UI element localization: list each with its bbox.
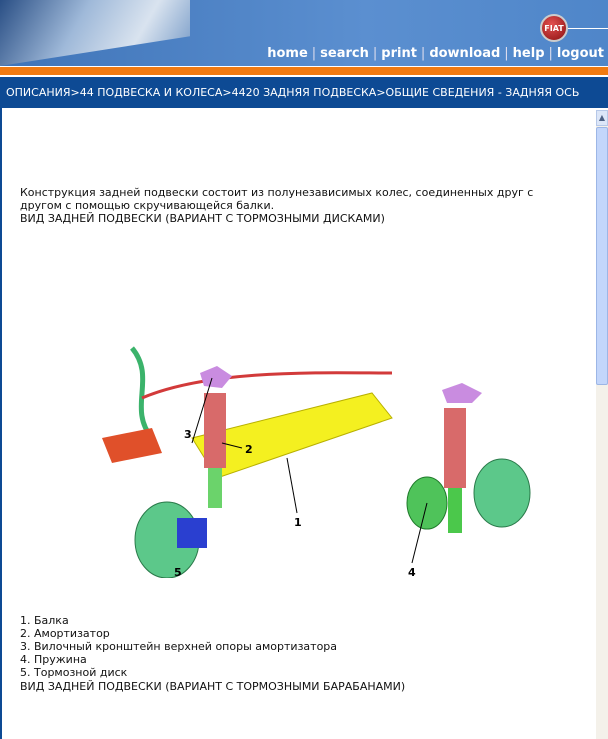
legend-item-1: 1. Балка [20, 614, 69, 627]
divider [568, 28, 608, 29]
shock-absorber-left [204, 393, 226, 468]
content-area: Конструкция задней подвески состоит из п… [0, 108, 596, 739]
legend-item-5: 5. Тормозной диск [20, 666, 128, 679]
vertical-scrollbar[interactable]: ▲ [596, 110, 608, 739]
legend-item-4: 4. Пружина [20, 653, 87, 666]
nav-logout-link[interactable]: logout [556, 46, 604, 61]
shock-rod-left [208, 468, 222, 508]
fiat-logo[interactable]: FIAT [540, 14, 568, 42]
orange-bar [0, 67, 608, 75]
nav-search-link[interactable]: search [320, 46, 369, 61]
shock-mount-right [442, 383, 482, 403]
shock-absorber-right [444, 408, 466, 488]
cable [141, 371, 393, 400]
callout-3: 3 [184, 428, 192, 441]
leader-4 [411, 502, 428, 564]
nav-home-link[interactable]: home [267, 46, 308, 61]
callout-5: 5 [174, 566, 182, 578]
breadcrumb: ОПИСАНИЯ>44 ПОДВЕСКА И КОЛЕСА>4420 ЗАДНЯ… [0, 77, 608, 108]
brake-line [130, 346, 154, 440]
nav-print-link[interactable]: print [381, 46, 417, 61]
scroll-thumb[interactable] [596, 127, 608, 385]
nav-download-link[interactable]: download [429, 46, 501, 61]
nav-help-link[interactable]: help [512, 46, 545, 61]
leader-3 [191, 377, 213, 444]
callout-1: 1 [294, 516, 302, 529]
callout-2: 2 [245, 443, 253, 456]
legend-item-2: 2. Амортизатор [20, 627, 110, 640]
heading-drum-variant: ВИД ЗАДНЕЙ ПОДВЕСКИ (ВАРИАНТ С ТОРМОЗНЫМ… [20, 680, 406, 693]
header-photo [0, 0, 190, 66]
bracket [102, 428, 162, 463]
legend-item-3: 3. Вилочный кронштейн верхней опоры амор… [20, 640, 338, 653]
brake-disc-right [473, 458, 531, 528]
leader-2 [221, 442, 243, 449]
scroll-up-button[interactable]: ▲ [596, 110, 608, 126]
callout-4: 4 [408, 566, 416, 578]
shock-mount-left [200, 366, 232, 388]
leader-1 [286, 457, 298, 514]
top-nav: home|search|print|download|help|logout [267, 46, 604, 61]
header: FIAT home|search|print|download|help|log… [0, 0, 608, 66]
shock-rod-right [448, 488, 462, 533]
intro-line-2: другом с помощью скручивающейся балки. [20, 199, 275, 212]
intro-line-1: Конструкция задней подвески состоит из п… [20, 186, 534, 199]
rear-suspension-diagram: 1 2 3 4 5 [102, 346, 531, 578]
caliper [177, 518, 207, 548]
heading-disc-variant: ВИД ЗАДНЕЙ ПОДВЕСКИ (ВАРИАНТ С ТОРМОЗНЫМ… [20, 212, 385, 225]
